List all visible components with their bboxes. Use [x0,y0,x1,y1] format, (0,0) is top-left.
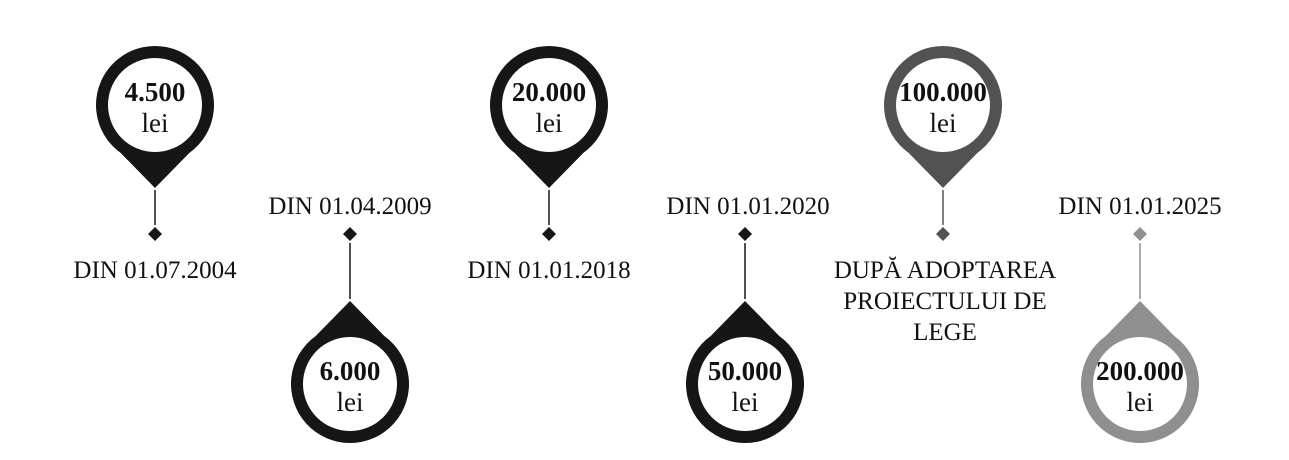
milestone-label: DIN 01.07.2004 [73,257,237,284]
axis-marker [343,227,357,241]
pin-amount: 20.000 [512,77,586,107]
pin-inner-circle [896,58,990,152]
milestone-label: DIN 01.04.2009 [268,193,431,220]
pin-inner-circle [698,337,792,431]
pin-amount: 50.000 [708,356,782,386]
axis-marker [738,227,752,241]
axis-marker [148,227,162,241]
milestone-label: DIN 01.01.2020 [666,193,829,220]
milestone-label: LEGE [913,319,977,346]
pin-unit: lei [732,387,759,417]
pin-inner-circle [1093,337,1187,431]
pin-unit: lei [536,108,563,138]
pin-inner-circle [502,58,596,152]
pin-amount: 6.000 [320,356,381,386]
milestone-label: PROIECTULUI DE [843,288,1046,315]
pin-amount: 4.500 [125,77,186,107]
milestone-label: DIN 01.01.2018 [467,257,630,284]
pin-unit: lei [1127,387,1154,417]
pin-amount: 200.000 [1096,356,1184,386]
pin-unit: lei [930,108,957,138]
axis-marker [1133,227,1147,241]
milestone-label: DIN 01.01.2025 [1058,193,1221,220]
pin-unit: lei [142,108,169,138]
milestone-label: DUPĂ ADOPTAREA [834,256,1056,284]
pin-amount: 100.000 [899,77,987,107]
pin-inner-circle [108,58,202,152]
axis-marker [542,227,556,241]
pin-unit: lei [337,387,364,417]
pin-inner-circle [303,337,397,431]
axis-marker [936,227,950,241]
